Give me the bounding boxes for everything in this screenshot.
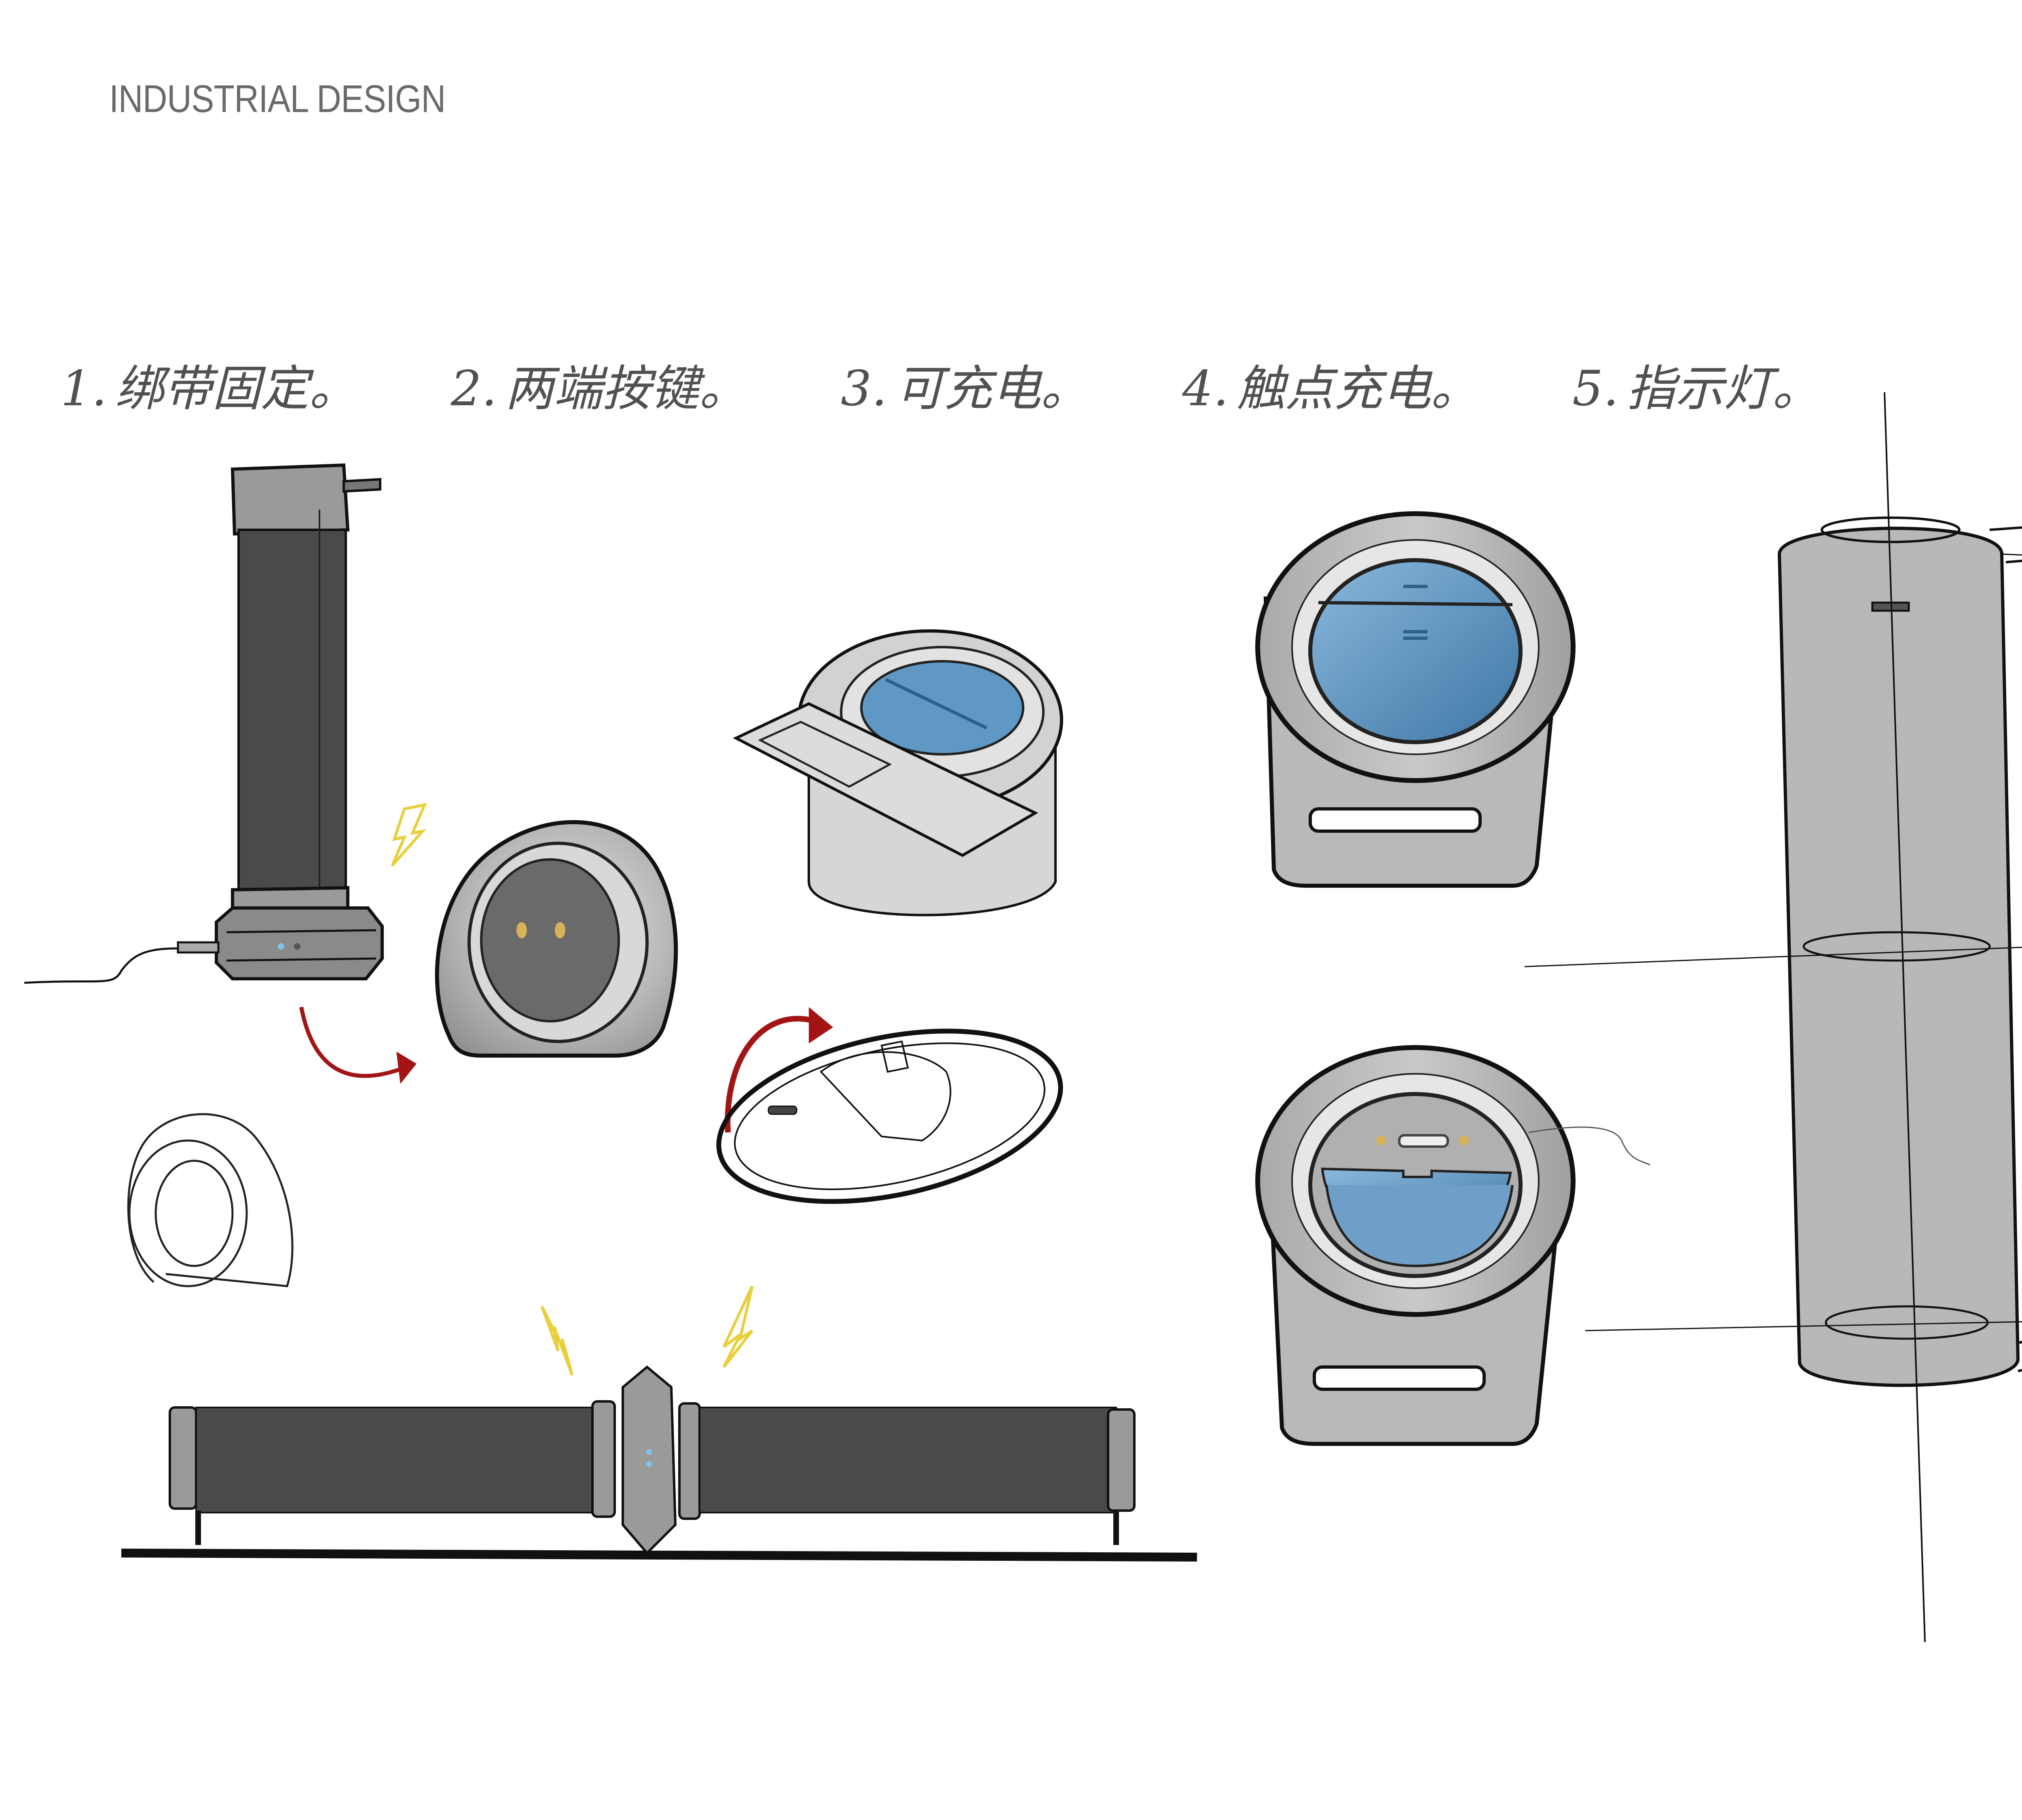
- note-item: 1.绑带固定。: [61, 361, 358, 417]
- note-item: 3.可充电。: [841, 361, 1089, 417]
- end-cap-closed: [1255, 511, 1576, 888]
- red-arrow-icon: [725, 1016, 822, 1133]
- charging-dock-outline: [127, 1113, 294, 1287]
- end-cap-open: [1255, 1045, 1650, 1446]
- horizontal-handle: [121, 1365, 1197, 1562]
- header-left-title: INDUSTRIAL DESIGN: [109, 77, 446, 121]
- lightning-icon: [722, 1285, 754, 1368]
- handwritten-notes: 1.绑带固定。 2.两端按键。 3.可充电。 4.触点充电。 5.指示灯。: [61, 332, 1821, 437]
- charging-dock-round: [435, 820, 678, 1058]
- red-arrow-icon: [299, 1007, 405, 1078]
- open-dock-ellipse: [716, 1029, 1063, 1204]
- tall-cylinder-sketch: [1524, 392, 2022, 1642]
- cylinder-with-strap: [733, 629, 1063, 916]
- lightning-icon: [540, 1306, 574, 1376]
- vertical-handle: [24, 463, 384, 984]
- note-item: 2.两端按键。: [451, 361, 748, 417]
- lightning-icon: [391, 803, 427, 867]
- note-item: 4.触点充电。: [1182, 361, 1480, 417]
- note-item: 5.指示灯。: [1572, 361, 1821, 417]
